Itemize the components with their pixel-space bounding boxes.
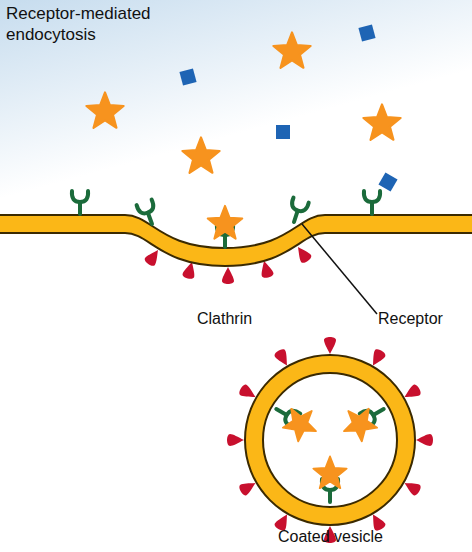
vesicle-membrane-outline — [254, 364, 406, 516]
part-label: Clathrin — [197, 309, 252, 328]
vesicle-clathrin — [227, 337, 433, 543]
diagram-title: Receptor-mediated endocytosis — [6, 3, 171, 45]
other-molecules — [179, 24, 397, 191]
vesicle-ligands — [277, 401, 383, 489]
leader-line — [302, 224, 377, 314]
part-label: Receptor — [378, 309, 443, 328]
vesicle-receptors — [272, 402, 388, 502]
extracellular-shading — [0, 0, 472, 235]
receptors — [72, 191, 380, 247]
part-label: Coated vesicle — [278, 527, 383, 546]
bound-ligand — [208, 206, 243, 239]
vesicle-membrane — [254, 364, 406, 516]
ligand-stars — [86, 32, 400, 172]
